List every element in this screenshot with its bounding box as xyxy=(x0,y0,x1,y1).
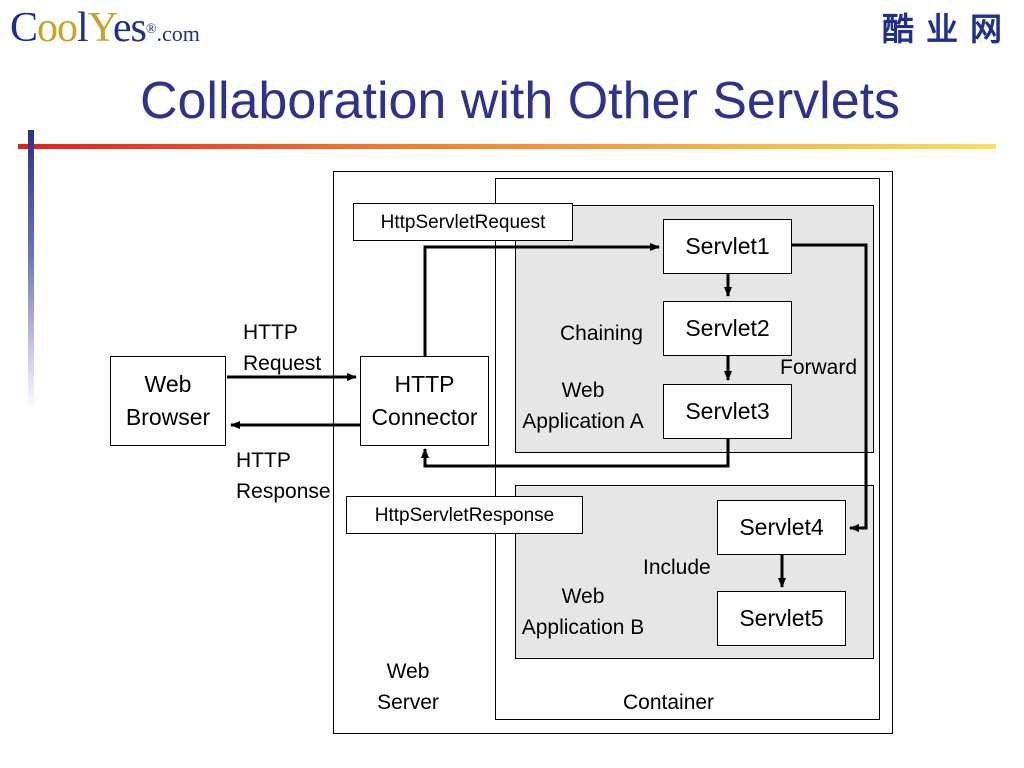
servlet1-node: Servlet1 xyxy=(663,219,792,274)
slide-title: Collaboration with Other Servlets xyxy=(139,72,901,130)
forward-label: Forward xyxy=(780,356,858,379)
http-response-label: HTTP Response xyxy=(236,449,331,503)
arrow-to-servlet1 xyxy=(423,243,660,356)
include-label: Include xyxy=(643,556,711,579)
http-servlet-response-box: HttpServletResponse xyxy=(346,496,583,534)
arrow-forward xyxy=(792,243,868,532)
title-accent-bar xyxy=(28,130,34,410)
servlet2-node: Servlet2 xyxy=(663,301,792,356)
web-server-label: Web Server xyxy=(377,660,439,714)
container-label: Container xyxy=(623,691,715,714)
web-browser-node: Web Browser xyxy=(110,356,226,446)
web-application-a-label: Web Application A xyxy=(522,379,644,433)
title-divider xyxy=(18,144,996,149)
servlet5-node: Servlet5 xyxy=(717,591,846,646)
chaining-label: Chaining xyxy=(560,322,643,345)
http-request-label: HTTP Request xyxy=(243,321,322,375)
arrow-servlet3-to-connector xyxy=(421,439,730,468)
servlet4-node: Servlet4 xyxy=(717,500,846,555)
http-servlet-request-box: HttpServletRequest xyxy=(353,203,573,241)
http-connector-node: HTTP Connector xyxy=(360,356,489,446)
coolyes-logo: CoolYes®.com xyxy=(10,5,200,51)
servlet3-node: Servlet3 xyxy=(663,384,792,439)
brand-chinese: 酷业网 xyxy=(881,10,1014,48)
web-application-b-label: Web Application B xyxy=(521,585,645,639)
